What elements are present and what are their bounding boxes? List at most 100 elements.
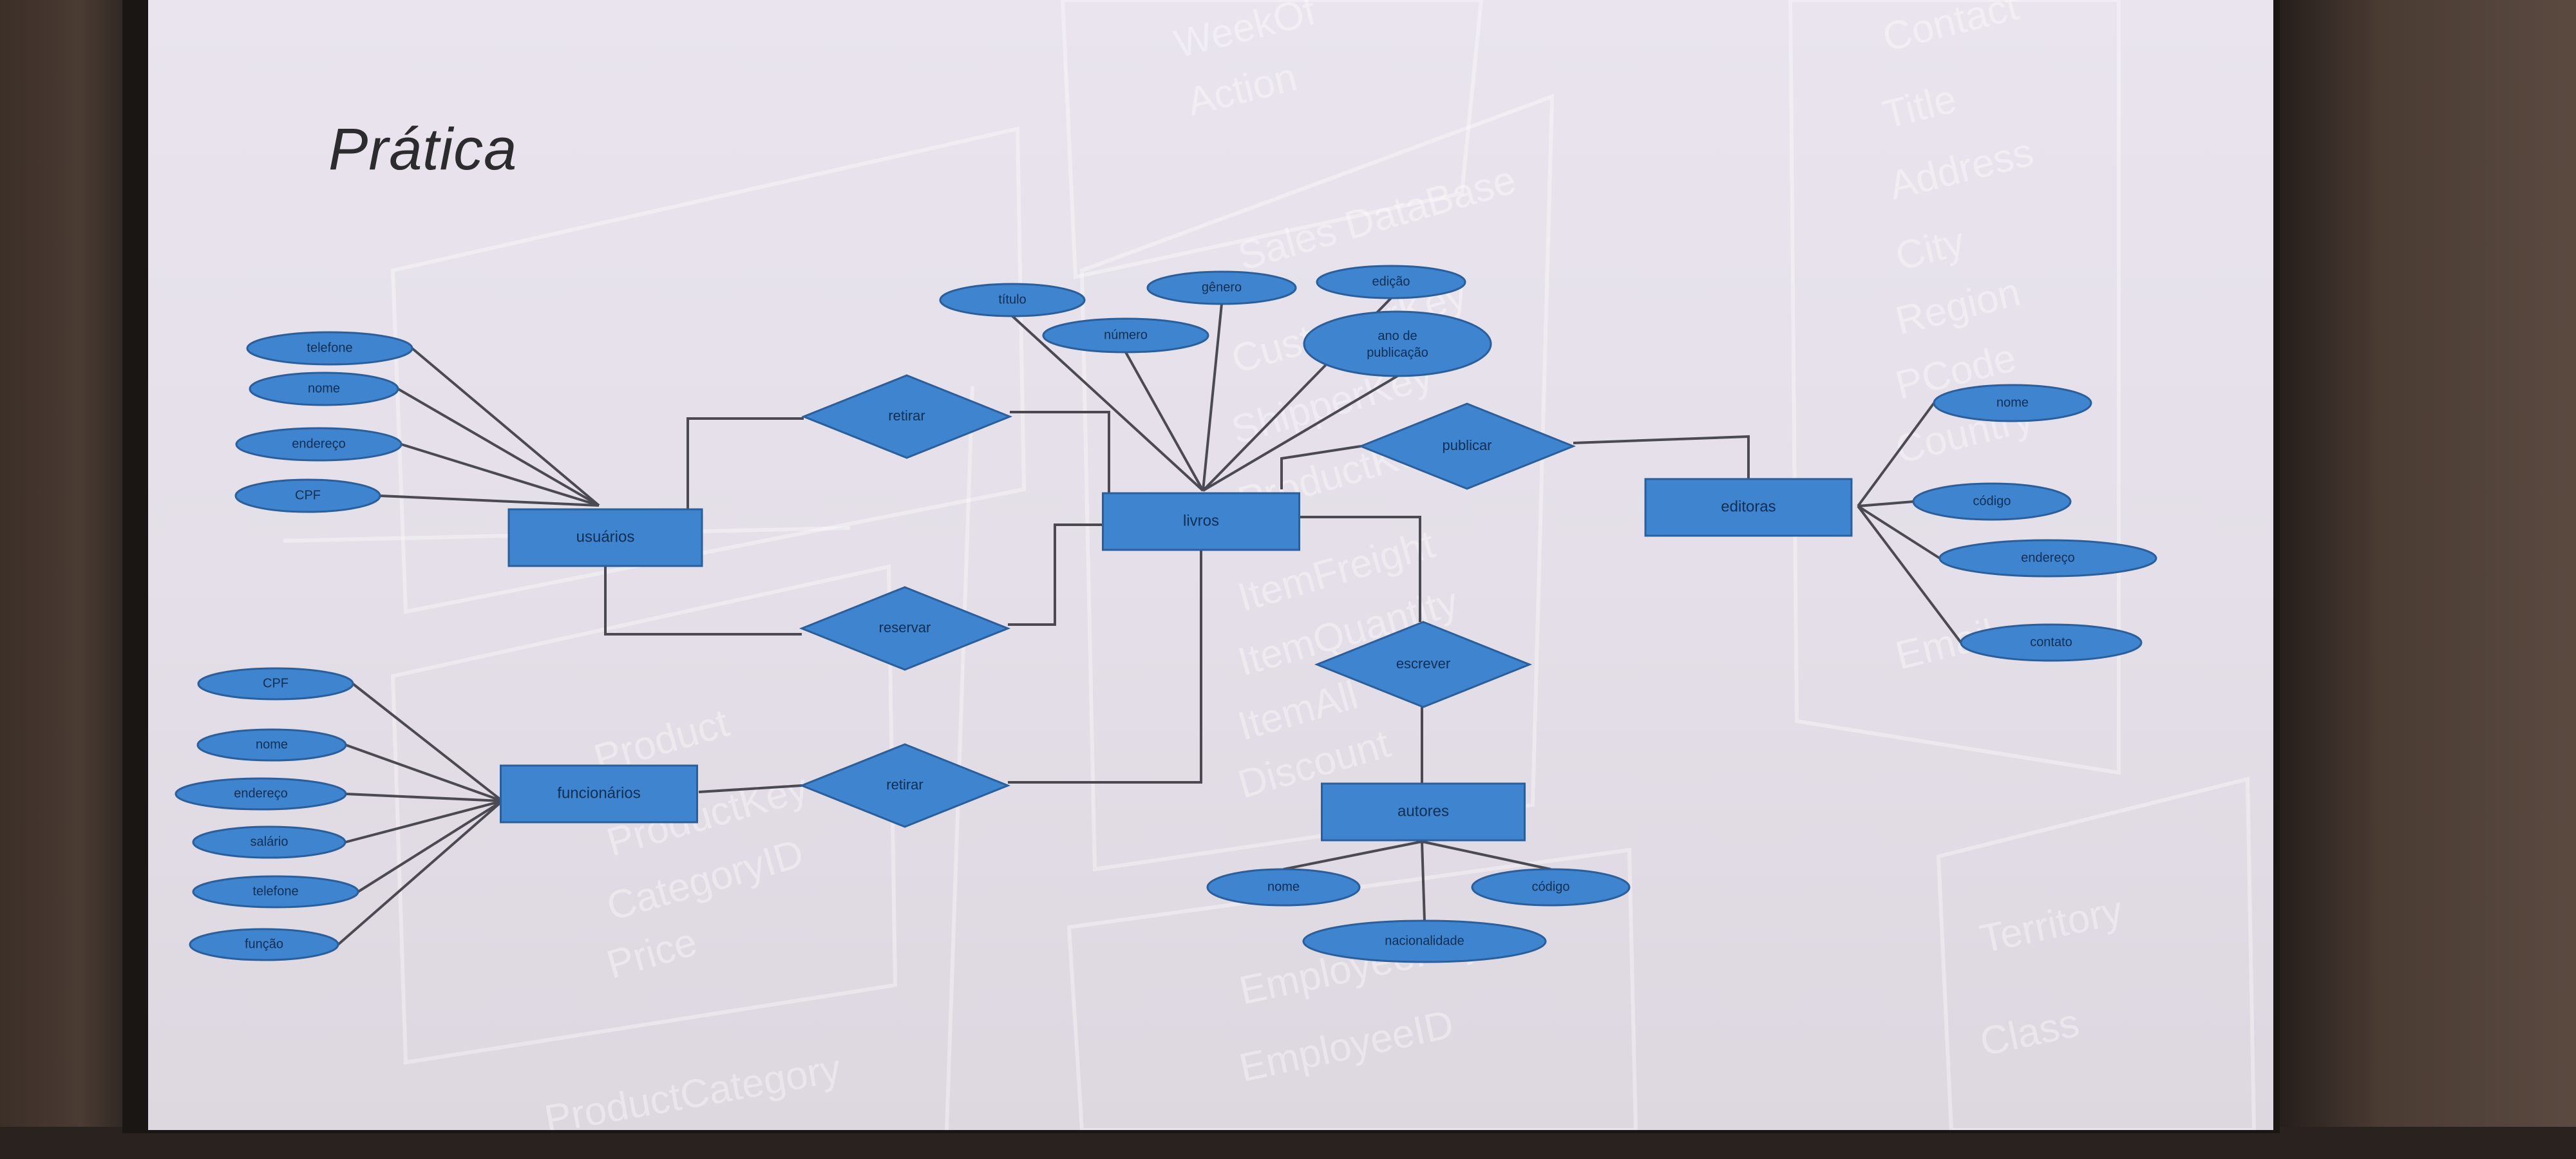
entity-box bbox=[1102, 492, 1300, 551]
connector-line bbox=[345, 800, 503, 843]
connector-line bbox=[345, 793, 503, 802]
entity-label: funcionários bbox=[557, 784, 640, 802]
connector-line bbox=[1124, 352, 1204, 491]
connector-line bbox=[604, 566, 802, 636]
connector-line bbox=[1857, 505, 1962, 644]
attribute-label: CPF bbox=[263, 676, 289, 690]
attribute-funcionarios: endereço bbox=[175, 777, 347, 811]
connector-line bbox=[687, 417, 804, 515]
attribute-label: endereço bbox=[234, 786, 287, 800]
relationship-diamond bbox=[1314, 621, 1533, 708]
attribute-livros: título bbox=[939, 283, 1086, 317]
relationship-publicar: publicar bbox=[1358, 402, 1577, 490]
attribute-livros: gênero bbox=[1146, 270, 1297, 305]
attribute-ellipse bbox=[1933, 384, 2092, 422]
attribute-label: nome bbox=[308, 381, 340, 395]
attribute-usuarios: endereço bbox=[235, 427, 402, 462]
attribute-ellipse bbox=[1302, 919, 1547, 963]
connector-line bbox=[397, 388, 600, 507]
relationship-label: escrever bbox=[1396, 655, 1450, 672]
er-diagram: retirar reservar retirar publicar escrever us… bbox=[175, 265, 2157, 963]
attribute-funcionarios: telefone bbox=[192, 875, 359, 909]
attribute-funcionarios: função bbox=[189, 928, 339, 961]
attribute-funcionarios: salário bbox=[192, 825, 346, 859]
entity-usuarios: usuários bbox=[507, 508, 703, 567]
attribute-label: CPF bbox=[295, 488, 321, 502]
attribute-label: endereço bbox=[292, 437, 345, 451]
connector-line bbox=[1280, 445, 1361, 489]
connector-line bbox=[1202, 375, 1399, 492]
attribute-label: edição bbox=[1372, 274, 1410, 288]
attribute-label: função bbox=[245, 937, 283, 951]
attribute-editoras: contato bbox=[1960, 623, 2143, 662]
attribute-ellipse bbox=[1471, 868, 1631, 907]
attribute-usuarios: CPF bbox=[234, 478, 381, 513]
attribute-label: nacionalidade bbox=[1385, 934, 1464, 948]
attribute-label: salário bbox=[251, 834, 289, 849]
attribute-label: nome bbox=[1996, 395, 2029, 410]
attribute-label: número bbox=[1104, 328, 1148, 342]
attribute-ellipse bbox=[235, 427, 402, 462]
attribute-ellipse bbox=[175, 777, 347, 811]
connector-line bbox=[1008, 523, 1103, 626]
relationship-label: publicar bbox=[1442, 437, 1492, 453]
connector-line bbox=[401, 443, 600, 507]
attribute-ellipse bbox=[249, 372, 399, 406]
relationship-label: reservar bbox=[879, 619, 931, 636]
attribute-ellipse bbox=[939, 283, 1086, 317]
attribute-ellipse bbox=[1042, 317, 1209, 353]
connector-line bbox=[411, 347, 600, 507]
attribute-usuarios: telefone bbox=[246, 331, 413, 366]
connector-line bbox=[379, 495, 600, 507]
attribute-livros: edição bbox=[1316, 265, 1466, 299]
relationship-diamond bbox=[800, 374, 1013, 459]
attribute-autores: nacionalidade bbox=[1302, 919, 1547, 963]
relationship-diamond bbox=[799, 586, 1011, 671]
attribute-label: contato bbox=[2030, 635, 2072, 649]
connector-line bbox=[1299, 516, 1421, 622]
entity-box bbox=[1644, 478, 1853, 537]
relationship-retirar2: retirar bbox=[799, 743, 1011, 828]
entity-autores: autores bbox=[1321, 782, 1526, 842]
connector-line bbox=[1573, 435, 1750, 479]
relationship-diamond bbox=[799, 743, 1011, 828]
attribute-ellipse bbox=[196, 728, 347, 762]
attribute-label: telefone bbox=[307, 341, 352, 355]
slide-title: Prática bbox=[328, 117, 518, 182]
entity-label: autores bbox=[1397, 802, 1449, 820]
attribute-editoras: endereço bbox=[1938, 539, 2157, 578]
relationship-diamond bbox=[1358, 402, 1577, 490]
attribute-ellipse bbox=[246, 331, 413, 366]
entity-label: usuários bbox=[576, 528, 635, 545]
attribute-autores: código bbox=[1471, 868, 1631, 907]
attribute-label: telefone bbox=[252, 884, 298, 898]
connector-line bbox=[698, 784, 802, 793]
connector-line bbox=[1857, 500, 1914, 507]
connector-line bbox=[1011, 315, 1204, 492]
attribute-usuarios: nome bbox=[249, 372, 399, 406]
connector-line bbox=[1421, 840, 1551, 871]
connector-line bbox=[337, 800, 504, 946]
attribute-ellipse bbox=[189, 928, 339, 961]
connector-line bbox=[1421, 841, 1426, 921]
attribute-funcionarios: CPF bbox=[197, 667, 354, 701]
attribute-ellipse bbox=[1206, 868, 1361, 907]
attribute-livros: número bbox=[1042, 317, 1209, 353]
relationship-label: retirar bbox=[888, 408, 925, 424]
attribute-ellipse bbox=[1316, 265, 1466, 299]
connector-line bbox=[1283, 840, 1423, 871]
connector-line bbox=[1857, 505, 1941, 560]
entity-label: livros bbox=[1183, 512, 1219, 529]
relationship-reservar: reservar bbox=[799, 586, 1011, 671]
attribute-label: nome bbox=[256, 737, 288, 751]
room-wall-left bbox=[0, 0, 135, 1159]
attribute-ellipse bbox=[1960, 623, 2143, 662]
room-wall-right bbox=[2273, 0, 2576, 1159]
attribute-ellipse bbox=[197, 667, 354, 701]
relationship-retirar1: retirar bbox=[800, 374, 1013, 459]
attribute-ellipse bbox=[1303, 310, 1492, 377]
entity-label: editoras bbox=[1721, 498, 1776, 515]
relationship-escrever: escrever bbox=[1314, 621, 1533, 708]
